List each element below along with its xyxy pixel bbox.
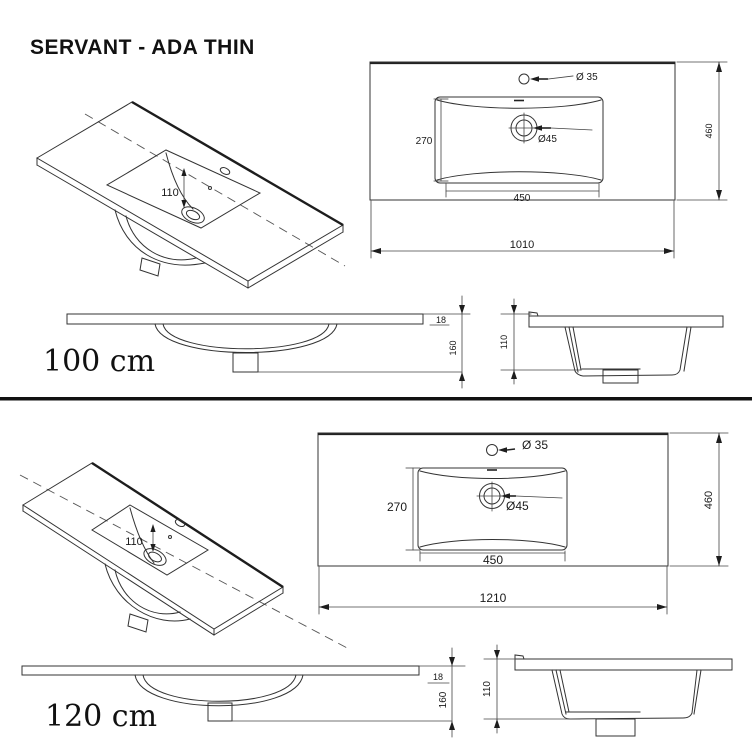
countertop-outline xyxy=(317,432,669,567)
front-view-100: 18 160 100 cm xyxy=(43,295,471,389)
bowl-section xyxy=(564,326,692,384)
drain-box xyxy=(602,369,639,384)
countertop-thickness-edges xyxy=(22,504,284,636)
bowl-profile xyxy=(134,674,304,722)
flange xyxy=(514,658,733,671)
dim-drain-hole: Ø45 xyxy=(501,493,563,513)
drain-hole xyxy=(143,548,167,566)
dim-basin-depth: 270 xyxy=(416,98,449,182)
iso-view-120: 110 xyxy=(19,461,352,651)
basin-opening xyxy=(91,504,209,576)
flange xyxy=(528,315,724,328)
drain-box xyxy=(595,718,636,737)
faucet-hole xyxy=(518,73,530,85)
dim-faucet-hole-label: Ø 35 xyxy=(522,438,548,452)
dim-faucet-hole: Ø 35 xyxy=(530,72,598,83)
dim-basin-depth-label: 270 xyxy=(416,136,433,147)
under-bowl xyxy=(104,563,191,633)
size-label: 100 cm xyxy=(43,344,155,379)
drain-hole xyxy=(181,206,205,224)
drain-stub xyxy=(127,613,149,633)
size-label: 120 cm xyxy=(45,699,157,734)
basin-scoop-curve xyxy=(165,152,194,210)
dim-overall-depth-label: 460 xyxy=(703,491,715,509)
countertop-thickness-edges xyxy=(36,157,344,289)
dim-front: 18 160 xyxy=(231,647,466,738)
plan-view-120: Ø 35 Ø45 270 xyxy=(317,432,729,615)
dim-side-height-label: 110 xyxy=(482,681,493,697)
faucet-hole xyxy=(486,444,498,456)
basin-outline xyxy=(434,96,604,184)
counter-slab xyxy=(66,313,424,325)
counter-slab xyxy=(21,665,420,676)
dim-side-height: 110 xyxy=(482,644,581,734)
dim-drain-offset: 110 xyxy=(125,524,156,552)
faucet-hole xyxy=(174,518,186,528)
dim-overall-depth: 460 xyxy=(669,432,729,567)
dim-overall-width: 1010 xyxy=(370,200,675,259)
center-axis-dashed-line xyxy=(84,113,346,267)
iso-view-100: 110 xyxy=(36,100,346,289)
dim-overall-width: 1210 xyxy=(318,566,668,615)
overflow-mark xyxy=(168,535,172,539)
flange-lip xyxy=(514,654,525,660)
side-view-120: 110 xyxy=(482,644,733,737)
under-bowl xyxy=(114,209,206,277)
dim-faucet-hole-label: Ø 35 xyxy=(576,72,598,83)
dim-drain-offset: 110 xyxy=(161,168,187,208)
dim-basin-width-label: 450 xyxy=(483,553,503,567)
dim-height-label: 160 xyxy=(438,691,449,708)
dim-drain-hole-label: Ø45 xyxy=(538,134,557,145)
countertop-outline xyxy=(369,61,676,201)
dim-drain-offset-label: 110 xyxy=(125,536,143,548)
bowl-section xyxy=(551,669,702,737)
dim-side-height: 110 xyxy=(499,298,581,385)
front-view-120: 18 160 120 cm xyxy=(21,647,466,738)
basin-opening xyxy=(105,149,262,229)
dim-drain-hole-label: Ø45 xyxy=(506,499,529,513)
plan-view-100: Ø 35 Ø45 270 xyxy=(369,61,728,259)
dim-overall-depth-label: 460 xyxy=(704,123,714,138)
dim-drain-offset-label: 110 xyxy=(161,187,179,199)
dim-edge-thickness-label: 18 xyxy=(436,315,446,325)
dim-overall-width-label: 1010 xyxy=(510,239,534,251)
dim-basin-width: 450 xyxy=(419,550,566,567)
dim-basin-width-label: 450 xyxy=(514,193,531,204)
dim-overall-width-label: 1210 xyxy=(480,591,507,605)
side-view-100: 110 xyxy=(499,298,724,385)
basin-outline xyxy=(417,467,568,551)
dim-height-label: 160 xyxy=(448,340,458,355)
dim-faucet-hole: Ø 35 xyxy=(498,438,548,453)
page-title: SERVANT - ADA THIN xyxy=(30,36,255,59)
dim-edge-thickness-label: 18 xyxy=(433,672,443,682)
dim-overall-depth: 460 xyxy=(676,61,728,201)
drain-box xyxy=(207,702,233,722)
back-edge xyxy=(131,100,344,227)
dim-front: 18 160 xyxy=(257,295,471,389)
dim-drain-hole: Ø45 xyxy=(533,125,593,145)
overflow-mark xyxy=(208,186,212,190)
bowl-profile xyxy=(154,323,338,373)
section-divider xyxy=(0,397,752,401)
back-edge xyxy=(91,461,284,589)
drain-box xyxy=(232,352,259,373)
center-axis-dashed-line xyxy=(19,474,352,651)
dim-basin-width: 450 xyxy=(445,183,600,204)
dim-side-height-label: 110 xyxy=(499,335,509,349)
dim-basin-depth-label: 270 xyxy=(387,500,407,514)
faucet-hole xyxy=(219,167,231,175)
dim-basin-depth: 270 xyxy=(387,467,421,551)
drain-stub xyxy=(139,257,161,277)
